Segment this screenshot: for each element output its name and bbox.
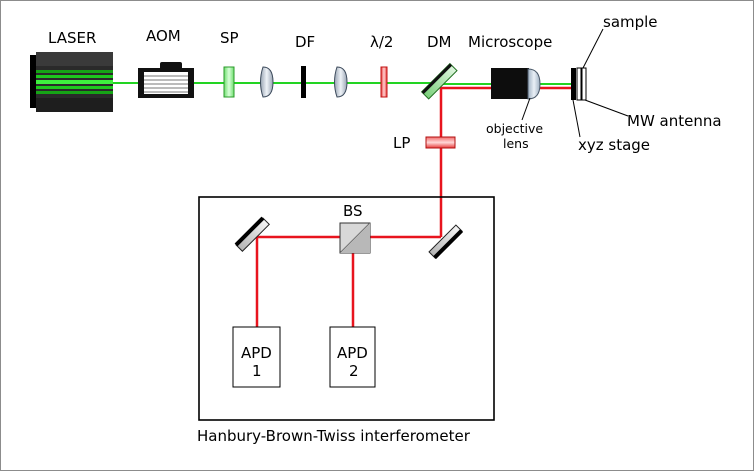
sp-label: SP bbox=[220, 29, 239, 47]
apd-1-label-line1: APD bbox=[241, 344, 272, 362]
long-pass-filter bbox=[425, 136, 456, 149]
hbt-left-mirror bbox=[234, 216, 270, 252]
df-label: DF bbox=[295, 33, 315, 51]
dichroic-mirror bbox=[420, 62, 458, 100]
apd-1-detector bbox=[232, 326, 281, 388]
beam-splitter-cube bbox=[339, 222, 371, 254]
lp-label: LP bbox=[393, 134, 410, 152]
hbt-caption: Hanbury-Brown-Twiss interferometer bbox=[197, 427, 471, 445]
hbt-enclosure bbox=[198, 196, 495, 421]
microscope-label: Microscope bbox=[468, 33, 552, 51]
antenna-pointer bbox=[584, 99, 629, 117]
half-wave-plate bbox=[380, 66, 388, 98]
laser-source bbox=[30, 52, 113, 112]
objective-label-line2: lens bbox=[503, 136, 529, 151]
half-wave-label: λ/2 bbox=[370, 33, 393, 51]
pinhole-df bbox=[301, 66, 306, 98]
hbt-input-mirror bbox=[428, 224, 463, 259]
objective-label-line1: objective bbox=[486, 121, 543, 136]
lens-1 bbox=[260, 66, 274, 98]
apd-2-label-line2: 2 bbox=[349, 362, 359, 380]
objective-pointer bbox=[521, 97, 531, 121]
sample-label: sample bbox=[603, 13, 658, 31]
aom-label: AOM bbox=[146, 27, 181, 45]
sample-stage-assembly bbox=[571, 67, 587, 101]
sample-pointer bbox=[582, 28, 604, 69]
aom-modulator bbox=[138, 62, 194, 98]
apd-1-label-line2: 1 bbox=[252, 362, 262, 380]
apd-2-label-line1: APD bbox=[337, 344, 368, 362]
stage-pointer bbox=[572, 99, 581, 138]
laser-label: LASER bbox=[48, 29, 96, 47]
mw-antenna-label: MW antenna bbox=[627, 112, 722, 130]
bs-label: BS bbox=[343, 202, 363, 220]
xyz-stage-label: xyz stage bbox=[578, 136, 650, 154]
apd-2-detector bbox=[329, 326, 376, 388]
short-pass-filter bbox=[223, 66, 235, 98]
dm-label: DM bbox=[427, 33, 452, 51]
lens-2 bbox=[334, 66, 348, 98]
microscope-objective bbox=[491, 68, 541, 100]
